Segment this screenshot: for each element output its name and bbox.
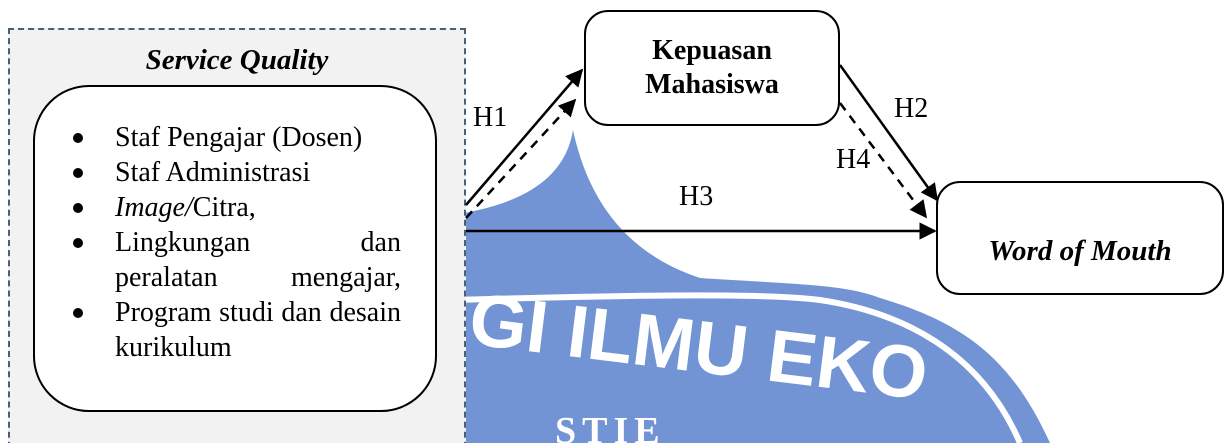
list-item: Staf Administrasi [68,155,401,190]
service-quality-indicator-list: Staf Pengajar (Dosen) Staf Administrasi … [68,120,401,365]
list-item: Staf Pengajar (Dosen) [68,120,401,155]
service-quality-title: Service Quality [145,44,329,76]
hypothesis-label-h1: H1 [473,102,508,133]
indicator-administration: Staf Administrasi [115,157,311,188]
list-item: Program studi dan desain kurikulum [68,295,401,365]
indicator-curriculum: Program studi dan desain kurikulum [115,297,401,363]
list-item: Image/Citra, [68,190,401,225]
hypothesis-label-h2: H2 [894,93,929,124]
student-satisfaction-node [584,10,840,126]
hypothesis-label-h4: H4 [836,144,871,175]
student-satisfaction-label: Kepuasan Mahasiswa [645,35,779,100]
word-of-mouth-node [936,181,1224,295]
arrow-h2 [838,64,939,202]
service-quality-indicators-box [33,85,437,412]
hypothesis-label-h3: H3 [679,181,714,212]
arrow-h1 [465,68,584,206]
arrow-h4-dashed [839,102,928,219]
indicator-image: Citra, [192,192,256,223]
indicator-lecturers: Staf Pengajar (Dosen) [115,122,363,153]
word-of-mouth-label: Word of Mouth [988,235,1172,267]
watermark-lettering-bottom: STIE [555,410,666,443]
list-item: Lingkungan dan peralatan mengajar, [68,225,401,295]
indicator-environment: Lingkungan dan peralatan mengajar, [115,227,401,293]
indicator-image-prefix: Image/ [115,192,193,223]
arrow-h1-dashed [465,98,577,219]
